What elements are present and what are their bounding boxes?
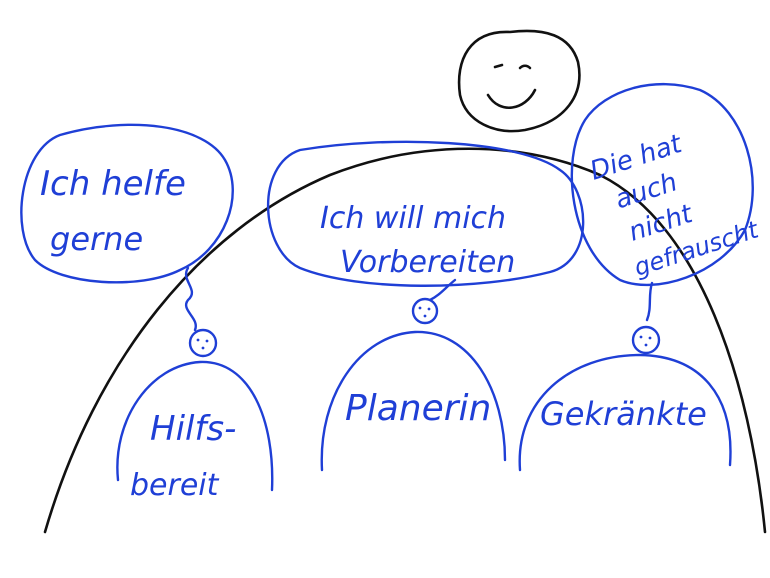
speech-text-hilfsbereit-2: gerne — [50, 220, 143, 258]
smiley-face-icon — [457, 29, 581, 133]
speech-bubble-hilfsbereit — [20, 123, 234, 284]
part-hilfsbereit: Ich helfe gerne Hilfs- bereit — [20, 123, 274, 503]
speech-tail-gekraenkte — [645, 281, 654, 322]
body-outline — [43, 147, 767, 534]
part-body-hilfsbereit — [116, 360, 274, 492]
speech-text-planerin-2: Vorbereiten — [340, 245, 515, 280]
part-body-gekraenkte — [518, 353, 732, 472]
speech-bubble-planerin — [266, 140, 585, 287]
speech-text-hilfsbereit-1: Ich helfe — [40, 164, 186, 204]
part-label-gekraenkte: Gekränkte — [540, 395, 707, 433]
part-head-planerin — [411, 297, 439, 325]
part-body-planerin — [320, 330, 507, 472]
speech-tail-hilfsbereit — [184, 266, 197, 332]
part-head-hilfsbereit — [188, 328, 218, 358]
part-gekraenkte: Die hat auch nicht gefrauscht Gekränkte — [518, 82, 763, 472]
part-label-planerin: Planerin — [345, 388, 491, 429]
part-label-hilfsbereit-1: Hilfs- — [150, 409, 236, 449]
speech-text-planerin-1: Ich will mich — [320, 201, 506, 236]
part-label-hilfsbereit-2: bereit — [130, 468, 220, 503]
part-head-gekraenkte — [631, 325, 661, 355]
speech-tail-planerin — [428, 278, 457, 302]
part-planerin: Ich will mich Vorbereiten Planerin — [266, 140, 585, 472]
speech-bubble-gekraenkte — [570, 82, 754, 287]
